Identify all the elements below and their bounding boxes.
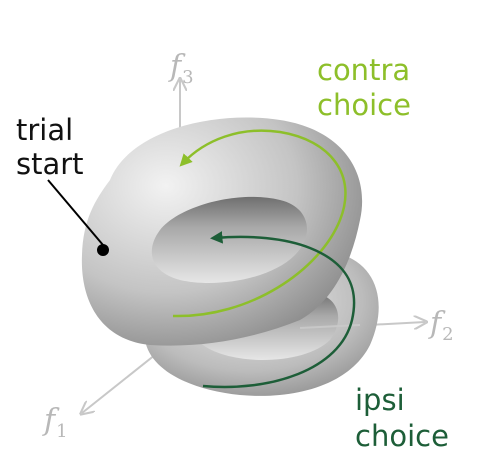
contra-trajectory [172,129,347,318]
ipsi-choice-label: ipsi choice [355,383,449,453]
ipsi-trajectory [202,231,356,389]
f1-axis-label: f1 [42,403,68,442]
trial-start-dot [97,244,109,256]
f2-axis-label: f2 [428,306,454,345]
contra-choice-label: contra choice [317,53,419,122]
trial-start-label: trial start [16,113,84,181]
trial-start-pointer [47,179,104,246]
f3-axis-label: f3 [168,49,194,88]
